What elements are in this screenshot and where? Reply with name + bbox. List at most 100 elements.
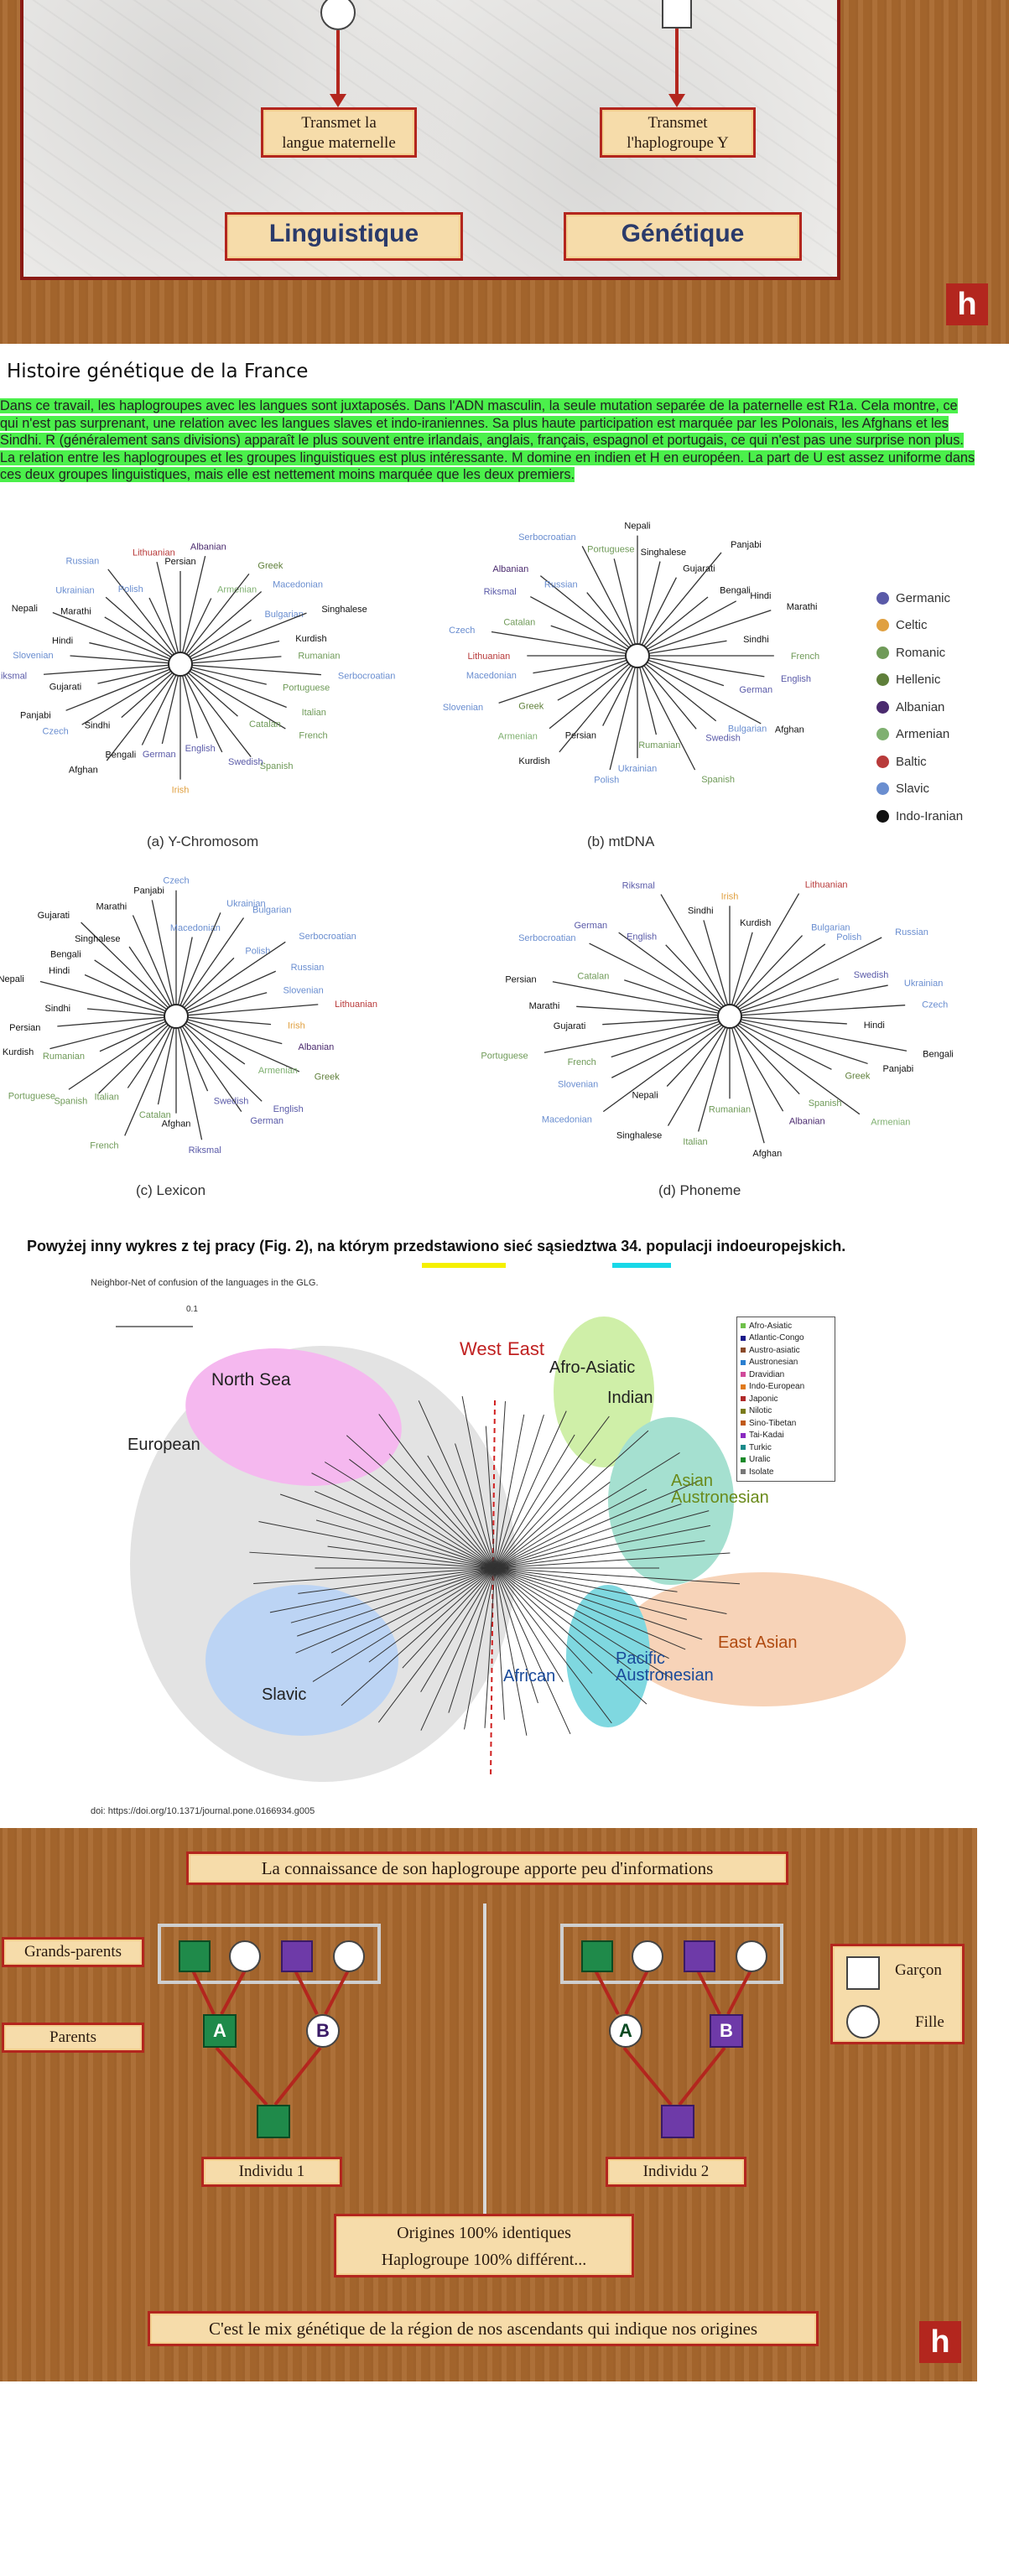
- network-core: [168, 652, 193, 677]
- network-edge: [84, 974, 166, 1012]
- network-label: Catalan: [139, 1110, 171, 1120]
- network-edge: [549, 663, 630, 730]
- network-edge: [602, 1024, 722, 1113]
- network-edge: [81, 922, 169, 1009]
- network-label: Russian: [291, 963, 325, 973]
- fig2-edge: [494, 1415, 610, 1569]
- network-edge: [89, 641, 169, 662]
- network-edge: [141, 674, 177, 745]
- network-edge: [104, 616, 172, 658]
- fig2-edge: [494, 1482, 611, 1569]
- fig2-edge: [461, 1396, 496, 1569]
- network-label: Lithuanian: [468, 652, 511, 662]
- fig2-edge: [315, 1490, 496, 1569]
- fig2-edge: [312, 1567, 496, 1682]
- individu2-label: Individu 2: [606, 2157, 746, 2187]
- legend-item: Romanic: [876, 639, 1002, 667]
- network-label: Gujarati: [554, 1021, 586, 1031]
- fig2-edge: [327, 1545, 496, 1569]
- network-label: Greek: [845, 1072, 870, 1082]
- network-label: Macedonian: [542, 1114, 592, 1124]
- fig2-legend-item: Isolate: [741, 1466, 831, 1478]
- legend-dot: [876, 646, 889, 659]
- network-edge: [186, 1021, 300, 1072]
- fig2-legend-label: Turkic: [749, 1442, 772, 1452]
- slavic-blob: [205, 1585, 398, 1736]
- fig2-legend-swatch: [741, 1384, 746, 1389]
- network-label: Irish: [288, 1021, 305, 1031]
- network-edge: [156, 561, 179, 653]
- network-label: Persian: [505, 974, 536, 984]
- legend-item: Baltic: [876, 748, 1002, 776]
- network-edge: [624, 979, 720, 1012]
- father-square: [662, 0, 692, 29]
- network-label: Rumanian: [709, 1104, 751, 1114]
- fig2-edge: [388, 1453, 496, 1569]
- network-label: Riksmal: [189, 1145, 221, 1156]
- network-edge: [191, 656, 282, 664]
- network-label: German: [739, 685, 772, 695]
- network-label: Slovenian: [13, 651, 53, 661]
- network-label: Italian: [94, 1093, 118, 1103]
- network-label: Panjabi: [882, 1064, 913, 1074]
- network-label: Portuguese: [481, 1051, 528, 1061]
- network-label: Bulgarian: [811, 922, 850, 932]
- network-edge: [665, 944, 725, 1007]
- fig2-edge: [295, 1567, 496, 1654]
- network-edge: [185, 1022, 246, 1065]
- parents-label: Parents: [2, 2023, 144, 2053]
- fig2-edge: [253, 1567, 496, 1585]
- network-label: Nepali: [12, 604, 38, 614]
- network-edge: [190, 668, 287, 709]
- fig2-legend-item: Afro-Asiatic: [741, 1320, 831, 1332]
- network-label: Armenian: [258, 1066, 298, 1076]
- gp1-female: [229, 1940, 261, 1972]
- network-edge: [183, 957, 235, 1009]
- network-edge: [544, 1019, 719, 1053]
- fig2-legend-label: Uralic: [749, 1455, 771, 1465]
- legend-garcon: Garçon: [895, 1961, 942, 1979]
- h-logo: h: [946, 283, 988, 325]
- legend-label: Romanic: [896, 645, 946, 660]
- network-edge: [185, 941, 286, 1010]
- parent-a-right: A: [609, 2014, 642, 2048]
- network-label: Hindi: [750, 591, 771, 601]
- network-label: Bengali: [50, 950, 81, 960]
- legend-dot: [876, 591, 889, 605]
- network-edge: [741, 1005, 906, 1016]
- network-label: Lithuanian: [335, 1000, 377, 1010]
- gp4-female: [736, 1940, 767, 1972]
- network-label: Russian: [895, 927, 928, 937]
- network-label: Macedonian: [170, 923, 221, 933]
- network-label: Sindhi: [743, 635, 769, 645]
- fig2-edge: [420, 1567, 496, 1731]
- fig2-legend-item: Austronesian: [741, 1357, 831, 1369]
- fig2-edge: [402, 1567, 496, 1669]
- fig2-edge: [298, 1567, 496, 1594]
- origins-line1: Origines 100% identiques: [397, 2224, 571, 2242]
- parent-b-right: B: [710, 2014, 743, 2048]
- figure-networks: PersianAlbanianArmenianGreekMacedonianBu…: [0, 522, 1009, 1208]
- network-label: Bulgarian: [264, 610, 303, 620]
- network-label: Ukrainian: [55, 585, 94, 595]
- fig2-edge: [427, 1455, 496, 1569]
- network-label: Ukrainian: [904, 979, 943, 989]
- origins-box: Origines 100% identiques Haplogroupe 100…: [334, 2214, 634, 2277]
- network-label: Serbocroatian: [518, 933, 576, 943]
- indian-blob: [608, 1417, 734, 1585]
- network-edge: [191, 640, 280, 662]
- network-label: Albanian: [190, 542, 226, 552]
- network-label: Riksmal: [0, 671, 27, 681]
- gp4-male-purple: [684, 1940, 715, 1972]
- network-edge: [187, 1019, 283, 1045]
- group-north-sea: North Sea: [211, 1370, 291, 1389]
- network-edge: [741, 984, 888, 1014]
- legend-label: Celtic: [896, 618, 928, 633]
- network-label: Gujarati: [683, 564, 715, 574]
- h-logo-bottom: h: [919, 2321, 961, 2363]
- network-label: Slovenian: [283, 986, 323, 996]
- highlight-paragraph: Dans ce travail, les haplogroupes avec l…: [0, 397, 977, 484]
- network-label: Swedish: [214, 1096, 249, 1106]
- fig2-edge: [464, 1567, 496, 1730]
